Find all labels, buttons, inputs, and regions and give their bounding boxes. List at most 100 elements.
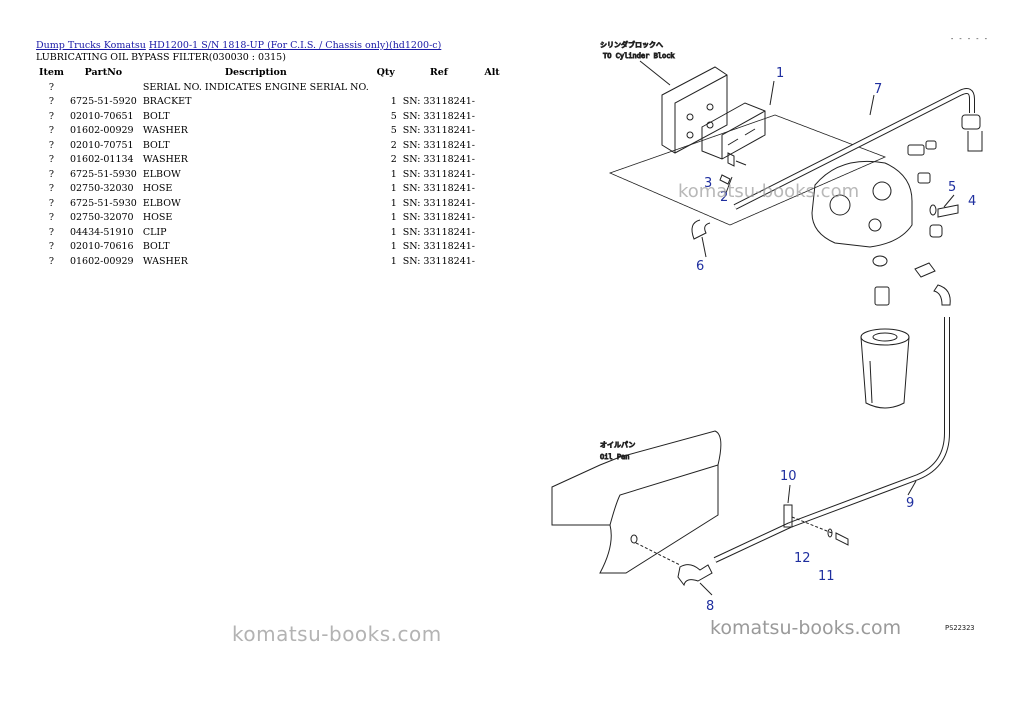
cell-qty: 1 bbox=[390, 255, 397, 267]
breadcrumb-link-dump-trucks[interactable]: Dump Trucks Komatsu bbox=[36, 40, 146, 51]
cell-qty: 1 bbox=[390, 197, 397, 209]
bracket bbox=[701, 102, 766, 160]
cell-alt bbox=[478, 182, 506, 197]
cell-part: 02010-70751 bbox=[69, 139, 134, 151]
breadcrumb: Dump Trucks Komatsu HD1200-1 S/N 1818-UP… bbox=[36, 40, 441, 51]
callout-6: 6 bbox=[696, 259, 704, 274]
callout-5: 5 bbox=[948, 180, 956, 195]
cell-item: ? bbox=[48, 81, 55, 93]
parts-table: Item PartNo Description Qty Ref Alt ?SER… bbox=[36, 65, 506, 269]
label-jp-top: シリンダブロックへ bbox=[600, 40, 663, 49]
col-header-item: Item bbox=[39, 67, 64, 78]
cell-qty: 1 bbox=[390, 226, 397, 238]
cell-part: 02010-70651 bbox=[69, 110, 134, 122]
oil-pan bbox=[551, 430, 722, 574]
bolt-2 bbox=[727, 152, 735, 167]
cell-ref: SN: 33118241- bbox=[402, 168, 476, 180]
cell-item: ? bbox=[48, 255, 55, 267]
cell-part: 02750-32070 bbox=[69, 212, 134, 224]
cell-alt bbox=[478, 167, 506, 182]
bolt-4 bbox=[937, 204, 959, 218]
cell-alt bbox=[478, 95, 506, 110]
cell-desc: SERIAL NO. INDICATES ENGINE SERIAL NO. bbox=[142, 81, 369, 93]
cell-alt bbox=[478, 254, 506, 269]
cell-item: ? bbox=[48, 183, 55, 195]
cell-ref: SN: 33118241- bbox=[402, 125, 476, 137]
watermark: komatsu-books.com bbox=[232, 622, 442, 646]
callout-1: 1 bbox=[776, 66, 784, 81]
cell-desc: BOLT bbox=[142, 241, 170, 253]
callout-3: 3 bbox=[704, 176, 712, 191]
cell-item: ? bbox=[48, 241, 55, 253]
cell-qty: 1 bbox=[390, 212, 397, 224]
cell-desc: WASHER bbox=[142, 125, 188, 137]
cell-qty: 1 bbox=[390, 168, 397, 180]
bolt-11 bbox=[835, 532, 849, 546]
callout-2: 2 bbox=[720, 190, 728, 205]
page-subtitle: LUBRICATING OIL BYPASS FILTER(030030 : 0… bbox=[36, 52, 286, 63]
cell-item: ? bbox=[48, 139, 55, 151]
elbow-8 bbox=[677, 564, 713, 587]
cell-desc: HOSE bbox=[142, 212, 173, 224]
cell-desc: HOSE bbox=[142, 183, 173, 195]
table-row: ? 02010-70651 BOLT 5 SN: 33118241- bbox=[36, 109, 506, 124]
cell-qty: 2 bbox=[390, 154, 397, 166]
filter-head bbox=[811, 160, 913, 248]
cell-ref: SN: 33118241- bbox=[402, 96, 476, 108]
cell-qty: 5 bbox=[390, 125, 397, 137]
cell-desc: BOLT bbox=[142, 139, 170, 151]
cell-qty: 1 bbox=[390, 96, 397, 108]
elbow-right bbox=[933, 284, 951, 306]
cell-desc: CLIP bbox=[142, 226, 167, 238]
cell-qty: 2 bbox=[390, 139, 397, 151]
callout-7: 7 bbox=[874, 82, 882, 97]
callout-9: 9 bbox=[906, 496, 914, 511]
cell-ref: SN: 33118241- bbox=[402, 110, 476, 122]
callout-10: 10 bbox=[780, 469, 797, 484]
cell-part: 6725-51-5930 bbox=[69, 168, 137, 180]
cell-part: 02750-32030 bbox=[69, 183, 134, 195]
col-header-qty: Qty bbox=[376, 67, 395, 78]
cell-ref: SN: 33118241- bbox=[402, 139, 476, 151]
cell-part: 6725-51-5930 bbox=[69, 197, 137, 209]
cell-desc: ELBOW bbox=[142, 168, 181, 180]
callout-11: 11 bbox=[818, 569, 835, 584]
cell-alt bbox=[478, 240, 506, 255]
parts-diagram: シリンダブロックへ TO Cylinder Block bbox=[551, 35, 988, 639]
cell-qty bbox=[372, 80, 400, 95]
label-to-cylinder-block: TO Cylinder Block bbox=[603, 52, 675, 60]
cell-desc: BOLT bbox=[142, 110, 170, 122]
col-header-alt: Alt bbox=[484, 67, 500, 78]
cell-part: 01602-00929 bbox=[69, 125, 134, 137]
cell-item: ? bbox=[48, 168, 55, 180]
callout-4: 4 bbox=[968, 194, 976, 209]
cell-ref: SN: 33118241- bbox=[402, 197, 476, 209]
elbow-6 bbox=[691, 219, 711, 240]
cylinder-block-plate bbox=[661, 66, 728, 154]
cell-alt bbox=[478, 109, 506, 124]
cell-ref: SN: 33118241- bbox=[402, 154, 476, 166]
label-oil-pan: Oil Pan bbox=[600, 453, 630, 461]
breadcrumb-link-model[interactable]: HD1200-1 S/N 1818-UP (For C.I.S. / Chass… bbox=[148, 40, 442, 51]
cell-qty: 1 bbox=[390, 183, 397, 195]
col-header-partno: PartNo bbox=[84, 67, 123, 78]
cell-ref: SN: 33118241- bbox=[402, 212, 476, 224]
cell-ref: SN: 33118241- bbox=[402, 241, 476, 253]
cell-alt bbox=[478, 225, 506, 240]
cell-item: ? bbox=[48, 96, 55, 108]
filter-cartridge bbox=[860, 328, 910, 346]
cell-item: ? bbox=[48, 110, 55, 122]
diagram-watermark-bottom: komatsu-books.com bbox=[710, 617, 901, 639]
cell-qty: 5 bbox=[390, 110, 397, 122]
cell-desc: ELBOW bbox=[142, 197, 181, 209]
cell-alt bbox=[478, 153, 506, 168]
table-row: ? 6725-51-5930 ELBOW 1 SN: 33118241- bbox=[36, 167, 506, 182]
cell-desc: WASHER bbox=[142, 255, 188, 267]
col-header-ref: Ref bbox=[429, 67, 448, 78]
